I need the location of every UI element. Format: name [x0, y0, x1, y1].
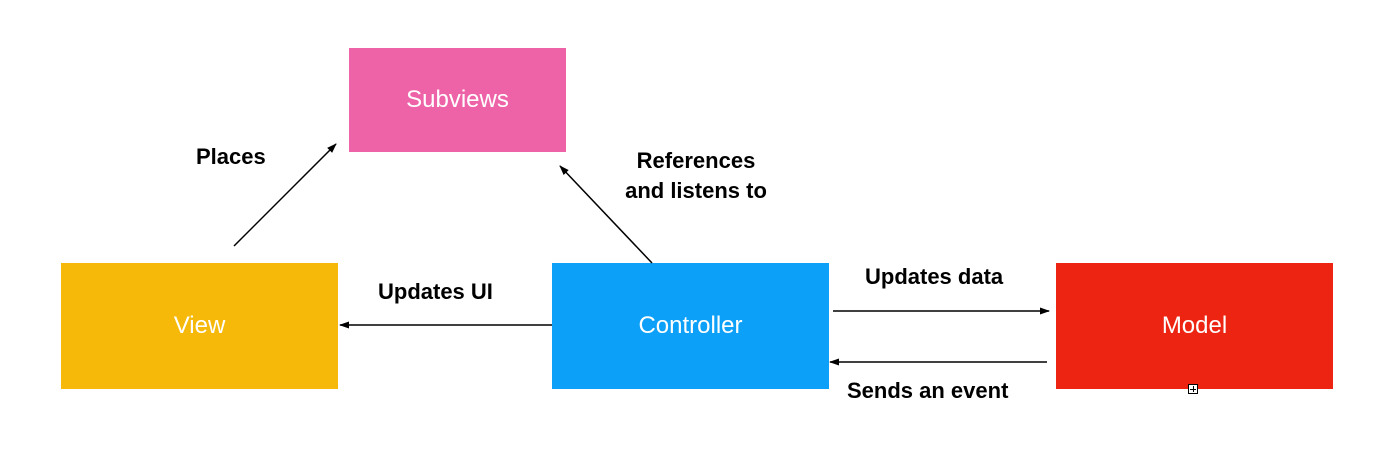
updates-ui-label: Updates UI [378, 279, 493, 304]
resize-handle-icon[interactable] [1188, 384, 1198, 394]
model-label: Model [1161, 312, 1228, 339]
places-arrow [233, 143, 337, 247]
subviews-box: Subviews [349, 48, 566, 152]
controller-box: Controller [552, 263, 829, 389]
references-label-line1: References [636, 148, 756, 173]
references-arrow [559, 165, 653, 264]
references-label-line2: and listens to [625, 178, 767, 203]
controller-label: Controller [638, 312, 743, 339]
places-label: Places [196, 144, 266, 169]
view-label: View [173, 312, 226, 339]
updates-data-label: Updates data [865, 264, 1004, 289]
references-label: References and listens to [608, 146, 784, 206]
view-box: View [61, 263, 338, 389]
model-box: Model [1056, 263, 1333, 389]
subviews-label: Subviews [406, 86, 509, 113]
sends-event-label: Sends an event [847, 378, 1009, 403]
